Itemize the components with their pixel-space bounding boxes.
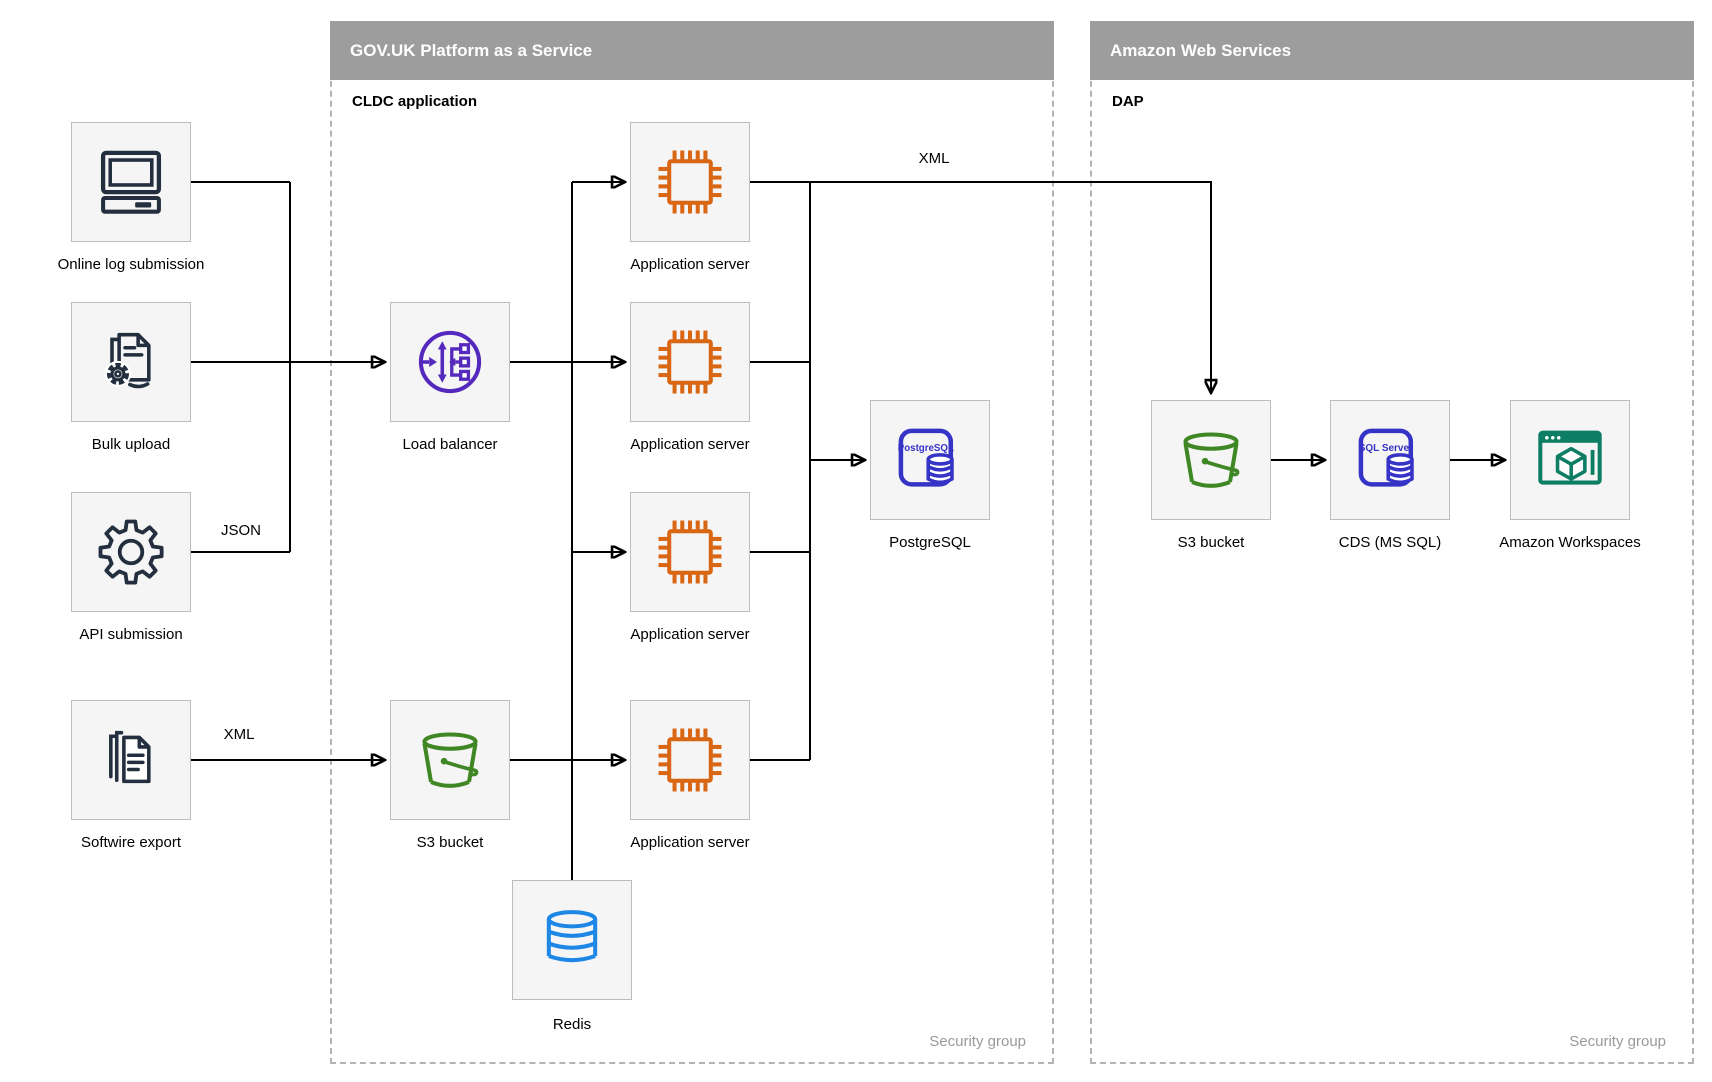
edge-app1-xml-to-s3aws: [750, 181, 1211, 392]
dap-label: DAP: [1112, 93, 1144, 110]
s3-bucket-aws-label: S3 bucket: [1177, 534, 1245, 551]
cds-mssql-node: SQL Server: [1330, 400, 1450, 520]
govuk-paas-header: GOV.UK Platform as a Service: [330, 21, 1054, 80]
api-submission-label: API submission: [79, 626, 183, 643]
cds-mssql-label: CDS (MS SQL): [1338, 534, 1442, 551]
application-server-2-label: Application server: [630, 436, 750, 453]
workspaces-icon: [1538, 430, 1602, 485]
document-stack-icon: [109, 730, 151, 784]
s3-bucket-aws-node: [1151, 400, 1271, 520]
sql-server-icon-text: SQL Server: [1359, 443, 1413, 454]
chip-icon: [658, 728, 722, 792]
bulk-upload-node: [71, 302, 191, 422]
amazon-workspaces-label: Amazon Workspaces: [1499, 534, 1641, 551]
postgresql-icon: PostgreSQL: [898, 428, 954, 487]
application-server-4-label: Application server: [630, 834, 750, 851]
application-server-3-label: Application server: [630, 626, 750, 643]
application-server-1-label: Application server: [630, 256, 750, 273]
s3-bucket-gov-node: [390, 700, 510, 820]
load-balancer-icon: [418, 330, 482, 394]
application-server-2-node: [630, 302, 750, 422]
postgresql-label: PostgreSQL: [889, 534, 971, 551]
edge-label-xml-softwire: XML: [223, 726, 255, 743]
aws-security-group-label: Security group: [1569, 1033, 1666, 1050]
govuk-paas-container: GOV.UK Platform as a Service CLDC applic…: [330, 21, 1054, 1064]
s3-bucket-icon: [1183, 432, 1240, 488]
load-balancer-label: Load balancer: [402, 436, 498, 453]
database-cylinder-icon: [546, 910, 598, 963]
postgresql-icon-text: PostgreSQL: [898, 443, 954, 454]
cldc-application-label: CLDC application: [352, 93, 478, 110]
document-gear-icon: [104, 332, 151, 389]
api-submission-node: [71, 492, 191, 612]
amazon-workspaces-node: [1510, 400, 1630, 520]
s3-bucket-icon: [422, 732, 479, 788]
edge-label-json: JSON: [220, 522, 261, 539]
redis-node: [512, 880, 632, 1000]
aws-container: Amazon Web Services DAP Security group: [1090, 21, 1694, 1064]
edge-label-xml-top: XML: [918, 150, 950, 167]
govuk-security-group-label: Security group: [929, 1033, 1026, 1050]
softwire-export-label: Softwire export: [80, 834, 182, 851]
aws-header: Amazon Web Services: [1090, 21, 1694, 80]
gear-icon: [98, 519, 164, 585]
softwire-export-node: [71, 700, 191, 820]
application-server-1-node: [630, 122, 750, 242]
load-balancer-node: [390, 302, 510, 422]
chip-icon: [658, 330, 722, 394]
chip-icon: [658, 150, 722, 214]
online-log-submission-node: [71, 122, 191, 242]
postgresql-node: PostgreSQL: [870, 400, 990, 520]
application-server-4-node: [630, 700, 750, 820]
chip-icon: [658, 520, 722, 584]
desktop-computer-icon: [100, 150, 162, 214]
application-server-3-node: [630, 492, 750, 612]
sql-server-icon: SQL Server: [1358, 428, 1414, 487]
bulk-upload-label: Bulk upload: [91, 436, 171, 453]
redis-label: Redis: [552, 1016, 592, 1033]
s3-bucket-gov-label: S3 bucket: [416, 834, 484, 851]
online-log-submission-label: Online log submission: [57, 256, 205, 273]
